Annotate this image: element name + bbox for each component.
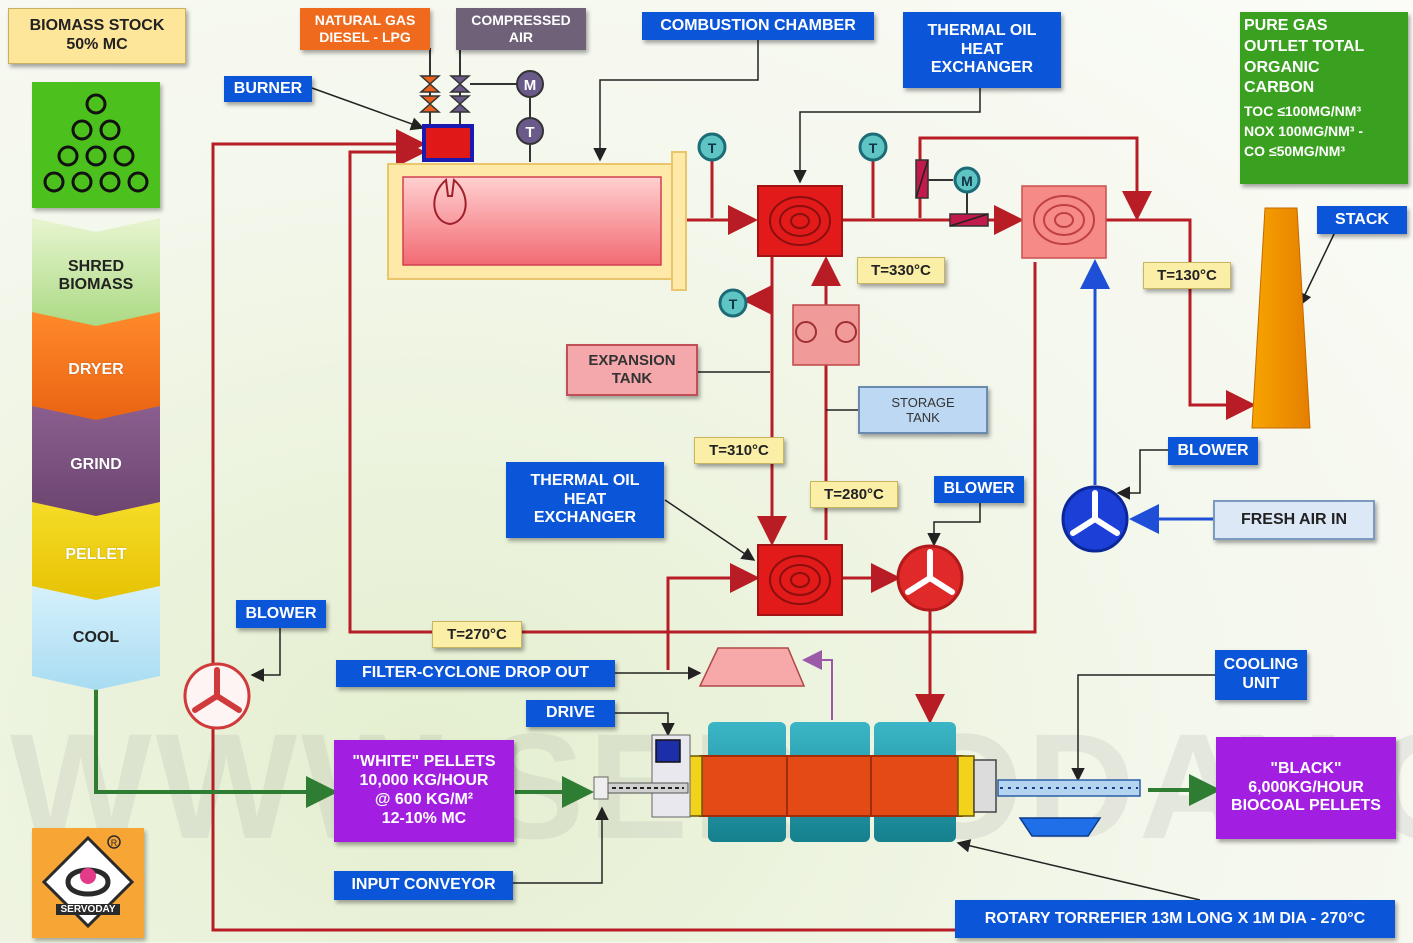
cooling-conveyor: [997, 779, 1141, 837]
thermal-oil-hx-top-label: THERMAL OIL HEAT EXCHANGER: [903, 12, 1061, 88]
stage-label: DRYER: [68, 361, 124, 378]
blower-right-label: BLOWER: [1168, 437, 1258, 465]
svg-text:M: M: [961, 173, 973, 189]
input-conveyor-label: INPUT CONVEYOR: [334, 871, 513, 900]
combustion-chamber: [387, 151, 687, 291]
combustion-chamber-label: COMBUSTION CHAMBER: [642, 12, 874, 40]
nox-limit: NOX 100MG/NM³ -: [1244, 123, 1364, 140]
logo-emblem-icon: R: [41, 835, 135, 929]
cooling-unit-label: COOLING UNIT: [1215, 650, 1307, 700]
svg-text:R: R: [111, 838, 118, 848]
product-flow-lines: [94, 688, 1221, 808]
temp-280-label: T=280°C: [810, 481, 898, 508]
svg-text:T: T: [869, 140, 878, 156]
oil-pump: [792, 304, 860, 366]
blower-left: [183, 662, 251, 730]
filter-cyclone-label: FILTER-CYCLONE DROP OUT: [336, 660, 615, 687]
stage-pellet: PELLET: [32, 502, 160, 608]
storage-tank: STORAGE TANK: [858, 386, 988, 434]
expansion-tank: EXPANSION TANK: [566, 344, 698, 396]
temperature-sensor-1: T: [697, 132, 727, 162]
temp-330-label: T=330°C: [857, 257, 945, 284]
rotary-torrefier: [685, 722, 997, 842]
motor-instrument-top: M: [516, 70, 544, 98]
biomass-pile-icon: [43, 93, 149, 193]
svg-text:T: T: [525, 124, 534, 141]
fresh-air-in-label: FRESH AIR IN: [1213, 500, 1375, 540]
toc-limit: TOC ≤100MG/NM³: [1244, 103, 1362, 120]
temperature-sensor-2: T: [858, 132, 888, 162]
co-limit: CO ≤50MG/NM³: [1244, 143, 1346, 160]
air-preheater: [1021, 185, 1107, 259]
white-pellets-box: "WHITE" PELLETS 10,000 KG/HOUR @ 600 KG/…: [334, 740, 514, 842]
fuel-source-label: NATURAL GAS DIESEL - LPG: [300, 8, 430, 50]
svg-text:M: M: [524, 77, 537, 94]
stage-label: SHRED BIOMASS: [58, 258, 134, 293]
temp-130-label: T=130°C: [1143, 262, 1231, 289]
thermal-oil-hx-mid-label: THERMAL OIL HEAT EXCHANGER: [506, 462, 664, 538]
pure-gas-heading: PURE GAS OUTLET TOTAL ORGANIC CARBON: [1244, 17, 1365, 97]
stack-label: STACK: [1317, 206, 1407, 234]
heat-exchanger-mid: [757, 544, 843, 616]
stage-label: GRIND: [70, 456, 122, 473]
biomass-pile-box: [32, 82, 160, 208]
heat-exchanger-top: [757, 185, 843, 257]
leader-lines: [250, 40, 1336, 901]
blower-mid-label: BLOWER: [934, 476, 1024, 503]
drive-label: DRIVE: [526, 700, 615, 727]
air-lines: [1080, 259, 1213, 534]
temperature-instrument-burner: T: [516, 117, 544, 145]
blower-mid: [896, 544, 964, 612]
stack: [1251, 207, 1311, 429]
rotary-torrefier-label: ROTARY TORREFIER 13M LONG X 1M DIA - 270…: [955, 900, 1395, 938]
temperature-sensor-3: T: [718, 288, 748, 318]
black-pellets-box: "BLACK" 6,000KG/HOUR BIOCOAL PELLETS: [1216, 737, 1396, 839]
biomass-stock-label: BIOMASS STOCK 50% MC: [8, 8, 186, 64]
svg-text:T: T: [729, 296, 738, 312]
blower-right: [1061, 485, 1129, 553]
stage-label: PELLET: [65, 546, 127, 563]
svg-text:T: T: [708, 140, 717, 156]
logo-text: SERVODAY: [56, 904, 120, 915]
burner-label: BURNER: [224, 76, 312, 102]
pure-gas-panel: PURE GAS OUTLET TOTAL ORGANIC CARBON TOC…: [1240, 12, 1408, 184]
drive-unit: [651, 734, 691, 818]
stage-cool: COOL: [32, 586, 160, 690]
stage-grind: GRIND: [32, 406, 160, 524]
compressed-air-label: COMPRESSED AIR: [456, 8, 586, 50]
input-conveyor: [593, 776, 689, 800]
temp-270-label: T=270°C: [432, 621, 522, 648]
filter-cyclone: [698, 647, 806, 687]
temp-310-label: T=310°C: [694, 437, 784, 464]
stage-shred-biomass: SHRED BIOMASS: [32, 218, 160, 334]
burner: [422, 124, 474, 162]
servoday-logo: R SERVODAY: [32, 828, 144, 938]
damper-assembly: M: [915, 159, 989, 227]
stage-dryer: DRYER: [32, 312, 160, 428]
valve-group: [419, 48, 531, 162]
blower-left-label: BLOWER: [236, 600, 326, 628]
stage-label: COOL: [72, 629, 120, 646]
